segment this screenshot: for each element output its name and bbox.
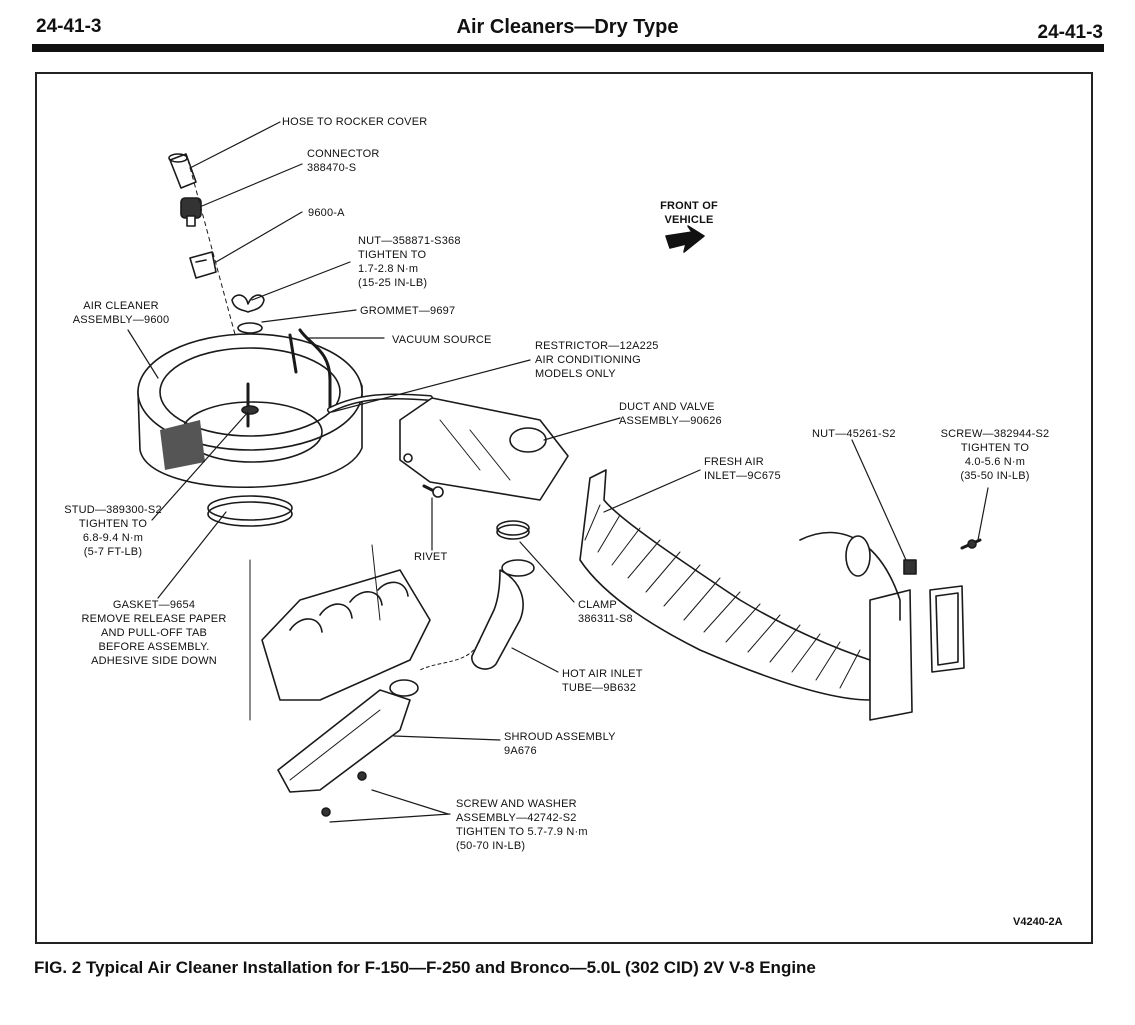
screw-washer-part — [321, 771, 367, 817]
page-number-right: 24-41-3 — [1037, 22, 1104, 43]
label-fresh-air-inlet: FRESH AIR INLET—9C675 — [704, 456, 781, 482]
label-screw-washer: SCREW AND WASHER ASSEMBLY—42742-S2 TIGHT… — [456, 798, 588, 852]
bracket-9600a-part — [189, 251, 217, 279]
label-hot-air-tube: HOT AIR INLET TUBE—9B632 — [562, 668, 643, 694]
label-gasket: GASKET—9654 REMOVE RELEASE PAPER AND PUL… — [81, 599, 227, 667]
label-vacuum-source: VACUUM SOURCE — [392, 334, 492, 346]
connector-part — [180, 197, 202, 227]
shroud-part — [277, 679, 419, 793]
label-air-cleaner: AIR CLEANER ASSEMBLY—9600 — [72, 300, 170, 326]
header-rule — [32, 44, 1104, 52]
leader-lines — [127, 121, 989, 823]
front-arrow-icon — [665, 225, 705, 253]
label-restrictor: RESTRICTOR—12A225 AIR CONDITIONING MODEL… — [535, 340, 659, 380]
label-stud: STUD—389300-S2 TIGHTEN TO 6.8-9.4 N·m (5… — [64, 504, 162, 558]
figure-id: V4240-2A — [1013, 916, 1063, 928]
air-cleaner-housing — [137, 328, 363, 527]
page-number-left: 24-41-3 — [36, 16, 102, 37]
assembly-axis-line — [187, 159, 251, 391]
duct-valve-part — [327, 393, 569, 501]
label-9600a: 9600-A — [308, 207, 345, 219]
clamp-part — [496, 520, 530, 540]
grommet-part — [237, 322, 263, 334]
label-clamp: CLAMP 386311-S8 — [578, 599, 633, 625]
label-nut-wing: NUT—358871-S368 TIGHTEN TO 1.7-2.8 N·m (… — [358, 235, 461, 289]
rivet-part — [422, 484, 444, 498]
figure-caption: FIG. 2 Typical Air Cleaner Installation … — [34, 958, 816, 977]
hot-air-tube-part — [419, 559, 535, 671]
label-front-of-vehicle: FRONT OF VEHICLE — [660, 200, 718, 226]
figure-frame — [35, 72, 1093, 944]
wing-nut-part — [231, 294, 265, 313]
screw-382944-part — [960, 538, 982, 550]
label-rivet: RIVET — [414, 551, 448, 563]
label-screw-382944: SCREW—382944-S2 TIGHTEN TO 4.0-5.6 N·m (… — [940, 428, 1050, 482]
label-connector: CONNECTOR 388470-S — [307, 148, 380, 174]
fresh-air-inlet-part — [579, 469, 913, 721]
label-grommet: GROMMET—9697 — [360, 305, 456, 317]
fender-panel-part — [799, 531, 965, 673]
hose-part — [168, 153, 197, 189]
page-title: Air Cleaners—Dry Type — [456, 16, 679, 38]
label-nut-45261: NUT—45261-S2 — [812, 428, 896, 440]
engine-manifold-part — [249, 544, 431, 721]
label-shroud: SHROUD ASSEMBLY 9A676 — [504, 731, 616, 757]
label-duct-valve: DUCT AND VALVE ASSEMBLY—90626 — [619, 401, 722, 427]
label-hose: HOSE TO ROCKER COVER — [282, 116, 428, 128]
